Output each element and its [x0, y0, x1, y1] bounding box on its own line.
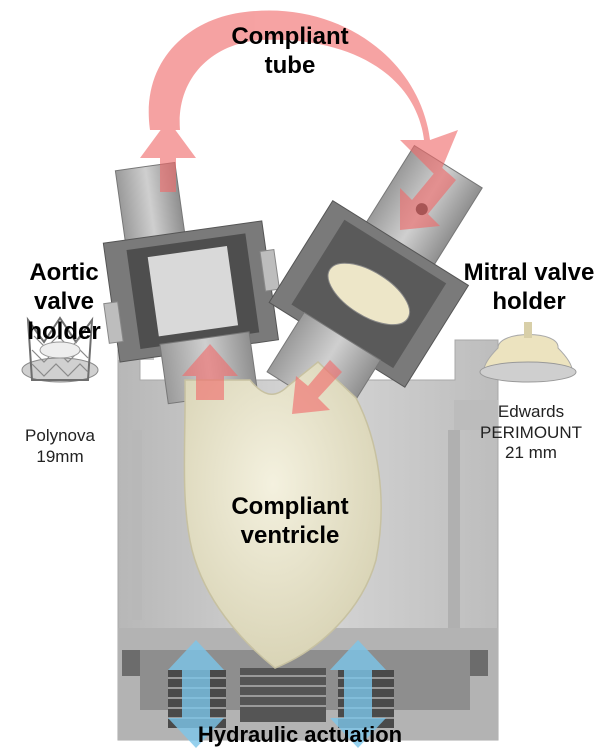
compliant-tube-arrow [148, 10, 459, 179]
actuation-arrows [168, 640, 386, 748]
flow-arrows [140, 10, 459, 414]
aortic-model-line-1: Polynova [25, 426, 95, 445]
mitral-model-line-3: 21 mm [505, 443, 557, 463]
compliant-tube-label: Compliant tube [222, 22, 358, 81]
compliant-ventricle [183, 361, 382, 669]
aortic-valve-holder-label: Aortic valve holder [0, 258, 128, 346]
aortic-valve-image [21, 316, 99, 383]
mitral-inflow-arrow [400, 166, 456, 230]
mitral-valve-model-label: Edwards PERIMOUNT 21 mm [468, 402, 594, 464]
compliant-tube-line-1: Compliant [231, 23, 349, 50]
compliant-tube-line-2: tube [264, 52, 316, 80]
compliant-ventricle-label: Compliant ventricle [218, 492, 362, 551]
aortic-holder-line-1: Aortic valve [29, 259, 99, 316]
mitral-model-line-1: Edwards [497, 402, 565, 421]
ventricle-line-1: Compliant [231, 493, 349, 520]
actuation-arrow-left [168, 640, 224, 748]
aortic-entry-arrow [182, 344, 238, 400]
aortic-holder-assembly [102, 161, 281, 405]
aortic-model-line-2: 19mm [36, 446, 84, 466]
mitral-exit-arrow [292, 360, 342, 414]
hydraulic-actuation-label: Hydraulic actuation [197, 722, 403, 747]
mitral-model-line-2: PERIMOUNT [480, 422, 582, 442]
mitral-valve-image [479, 322, 577, 383]
mitral-holder-line-2: holder [492, 288, 566, 316]
ventricle-line-2: ventricle [240, 522, 340, 550]
actuation-arrow-right [330, 640, 386, 748]
mitral-valve-holder-label: Mitral valve holder [460, 258, 598, 317]
aortic-holder-line-2: holder [27, 317, 101, 345]
aortic-outflow-arrow [140, 120, 196, 192]
mitral-holder-line-1: Mitral valve [463, 259, 595, 286]
aortic-valve-model-label: Polynova 19mm [8, 426, 112, 467]
